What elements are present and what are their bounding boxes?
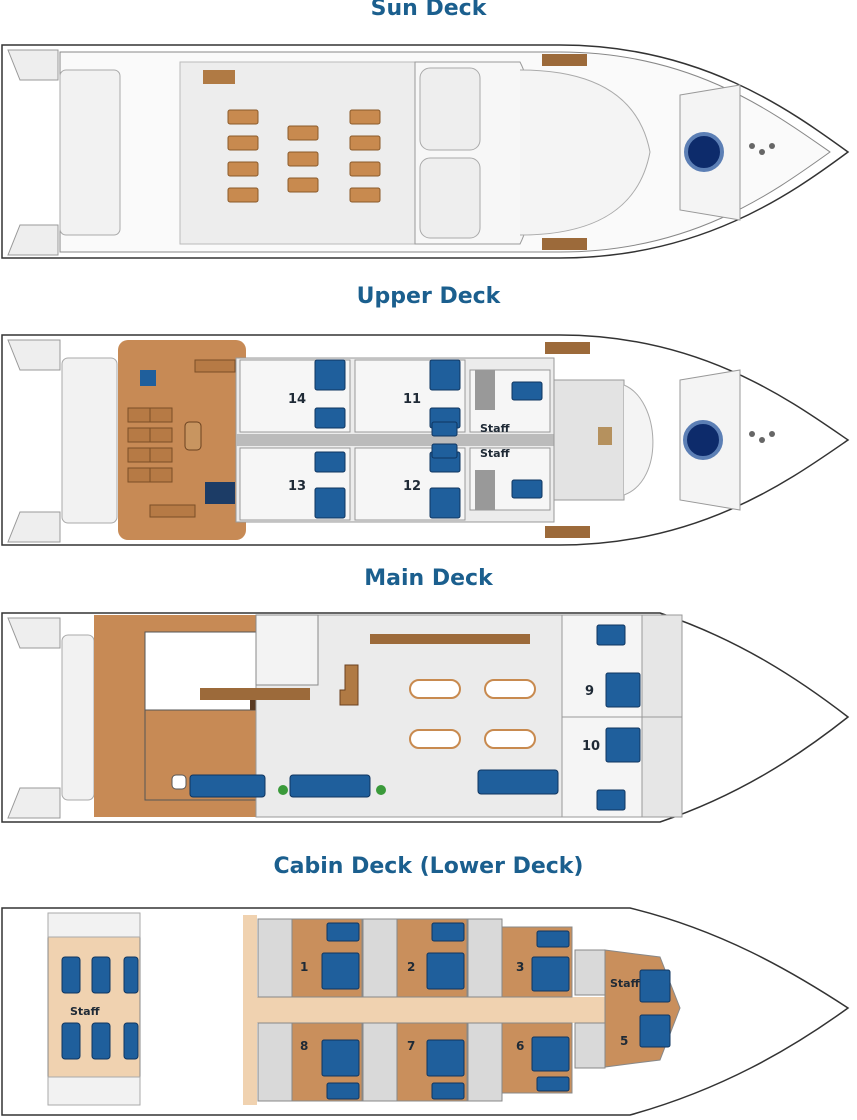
bar-icon [200, 688, 310, 700]
sun-deck-title: Sun Deck [370, 0, 487, 21]
bed-icon [314, 359, 543, 519]
cabin-deck-plan: Staff 1 2 3 8 7 6 5 Staff [0, 905, 857, 1120]
cabin-label-7: 7 [407, 1039, 415, 1053]
lounger-icon [545, 526, 590, 538]
cabin-label-14: 14 [288, 392, 306, 407]
cabin-label-12: 12 [403, 479, 421, 494]
cabin-label-8: 8 [300, 1039, 308, 1053]
upper-deck-plan: 14 11 13 12 Staff Staff [0, 330, 857, 550]
lounger-icon [542, 54, 587, 66]
cabin-deck-title: Cabin Deck (Lower Deck) [273, 854, 584, 879]
sun-deck-plan [0, 40, 857, 265]
hot-tub-icon [683, 420, 723, 460]
staff-label-upper-2: Staff [480, 447, 510, 460]
cabin-label-9: 9 [585, 684, 594, 699]
bar-counter [339, 664, 359, 706]
lounger-icon [203, 70, 235, 84]
lounger-icon [545, 342, 590, 354]
lounger-icon [542, 238, 587, 250]
plant-icon [278, 785, 386, 795]
cabin-label-3: 3 [516, 960, 524, 974]
cabin-label-1: 1 [300, 960, 308, 974]
forward-cabins [561, 614, 643, 818]
cabin-label-5: 5 [620, 1034, 628, 1048]
sofa-icon [189, 769, 559, 798]
main-deck-title: Main Deck [364, 566, 493, 591]
cabin-label-11: 11 [403, 392, 421, 407]
coffee-table-icon [184, 421, 202, 451]
staff-label-crew: Staff [70, 1005, 100, 1018]
cabin-corridor [257, 997, 617, 1023]
staff-label-cabin: Staff [610, 977, 640, 990]
bollard-icon [749, 431, 775, 443]
dining-table-icon [409, 679, 536, 749]
cabin-label-6: 6 [516, 1039, 524, 1053]
armchair-icon [140, 370, 156, 386]
bollard-icon [749, 143, 775, 155]
wheelhouse [553, 379, 625, 501]
bed-icon [61, 956, 139, 1060]
cabin-label-10: 10 [582, 739, 600, 754]
hot-tub-icon [684, 132, 724, 172]
desk-icon [205, 482, 235, 504]
bed-icon [596, 624, 641, 811]
upper-deck-title: Upper Deck [356, 284, 501, 309]
cabin-label-13: 13 [288, 479, 306, 494]
bed-icon [321, 922, 671, 1100]
main-deck-plan: 9 10 [0, 610, 857, 825]
staff-label-upper-1: Staff [480, 422, 510, 435]
helm-icon [598, 427, 612, 445]
cabin-label-2: 2 [407, 960, 415, 974]
toilet-icon [171, 774, 187, 790]
